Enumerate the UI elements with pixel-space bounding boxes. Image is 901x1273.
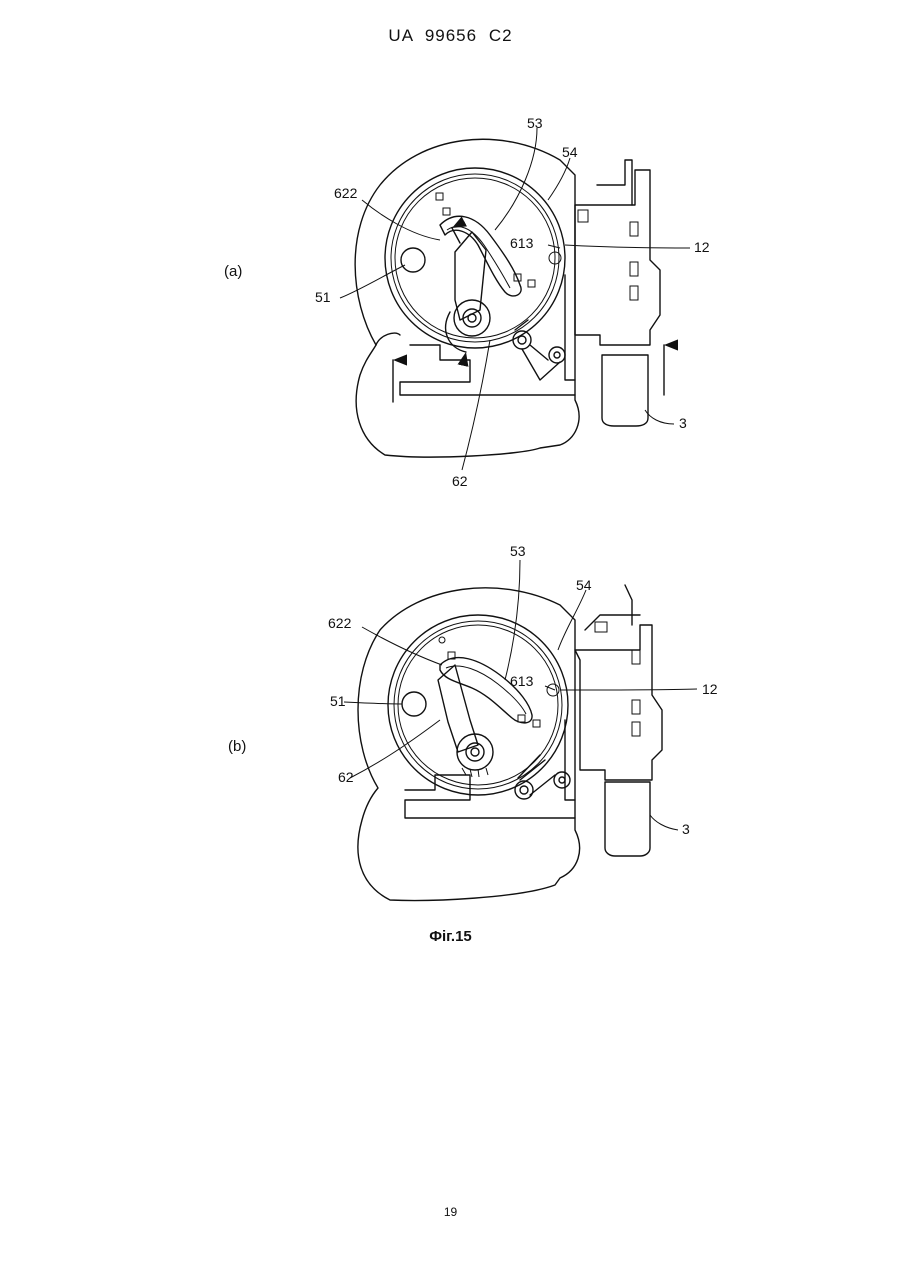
panel-a-drawing: 53 54 622 613 12 51 62 3 (315, 115, 710, 489)
pivot-b (457, 734, 493, 770)
slider-block-a (575, 170, 660, 345)
cartridge-3-b (605, 782, 650, 856)
ref-54-a: 54 (562, 144, 578, 160)
ref-613-b: 613 (510, 673, 534, 689)
ref-51-a: 51 (315, 289, 331, 305)
cartridge-3-a (602, 355, 648, 426)
ref-12-b: 12 (702, 681, 718, 697)
cam-slot-53-b (440, 658, 532, 723)
figure-caption: Фіг.15 (0, 928, 901, 945)
housing-outline-a (355, 139, 579, 457)
ref-3-a: 3 (679, 415, 687, 431)
dial-outer-ring-b (388, 615, 568, 795)
hole-51-a (401, 248, 425, 272)
ref-53-b: 53 (510, 543, 526, 559)
ref-51-b: 51 (330, 693, 346, 709)
housing-outline-b (358, 588, 580, 901)
ref-622-a: 622 (334, 185, 358, 201)
lever-62-b (438, 665, 478, 752)
panel-b-drawing: 53 54 622 613 12 51 62 3 (328, 543, 718, 900)
ref-62-a: 62 (452, 473, 468, 489)
ref-53-a: 53 (527, 115, 543, 131)
ref-3-b: 3 (682, 821, 690, 837)
lever-62-a (455, 232, 486, 320)
hole-51-b (402, 692, 426, 716)
page-number: 19 (0, 1205, 901, 1219)
slider-block-b (575, 625, 662, 780)
ref-54-b: 54 (576, 577, 592, 593)
ref-12-a: 12 (694, 239, 710, 255)
ref-62-b: 62 (338, 769, 354, 785)
ref-613-a: 613 (510, 235, 534, 251)
ref-622-b: 622 (328, 615, 352, 631)
